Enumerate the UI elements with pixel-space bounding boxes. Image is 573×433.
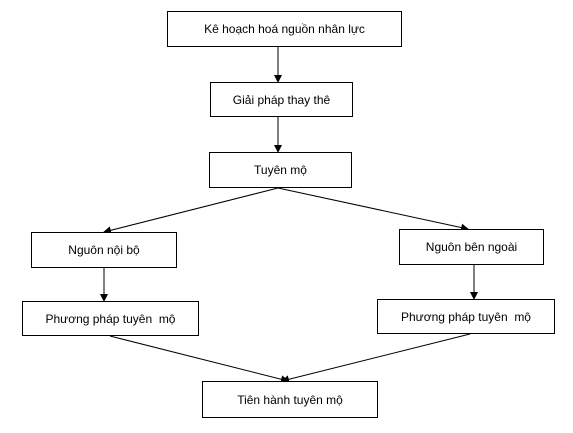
node-external-method: Phương pháp tuyên mộ <box>377 299 555 334</box>
node-internal-source: Nguôn nội bộ <box>31 232 177 268</box>
node-alternatives: Giải pháp thay thê <box>210 82 353 117</box>
node-recruitment: Tuyên mộ <box>209 152 352 188</box>
arrow-internal-method-to-execute <box>109 335 289 384</box>
node-planning: Kê hoạch hoá nguồn nhân lực <box>167 11 402 47</box>
arrow-external-method-to-execute <box>281 333 471 384</box>
node-external-source: Nguôn bên ngoài <box>399 229 544 265</box>
arrow-recruitment-to-internal-source <box>103 187 279 235</box>
arrow-recruitment-to-external-source <box>277 187 469 232</box>
node-internal-method: Phương pháp tuyên mộ <box>22 301 199 336</box>
node-execute: Tiên hành tuyên mộ <box>202 381 378 418</box>
